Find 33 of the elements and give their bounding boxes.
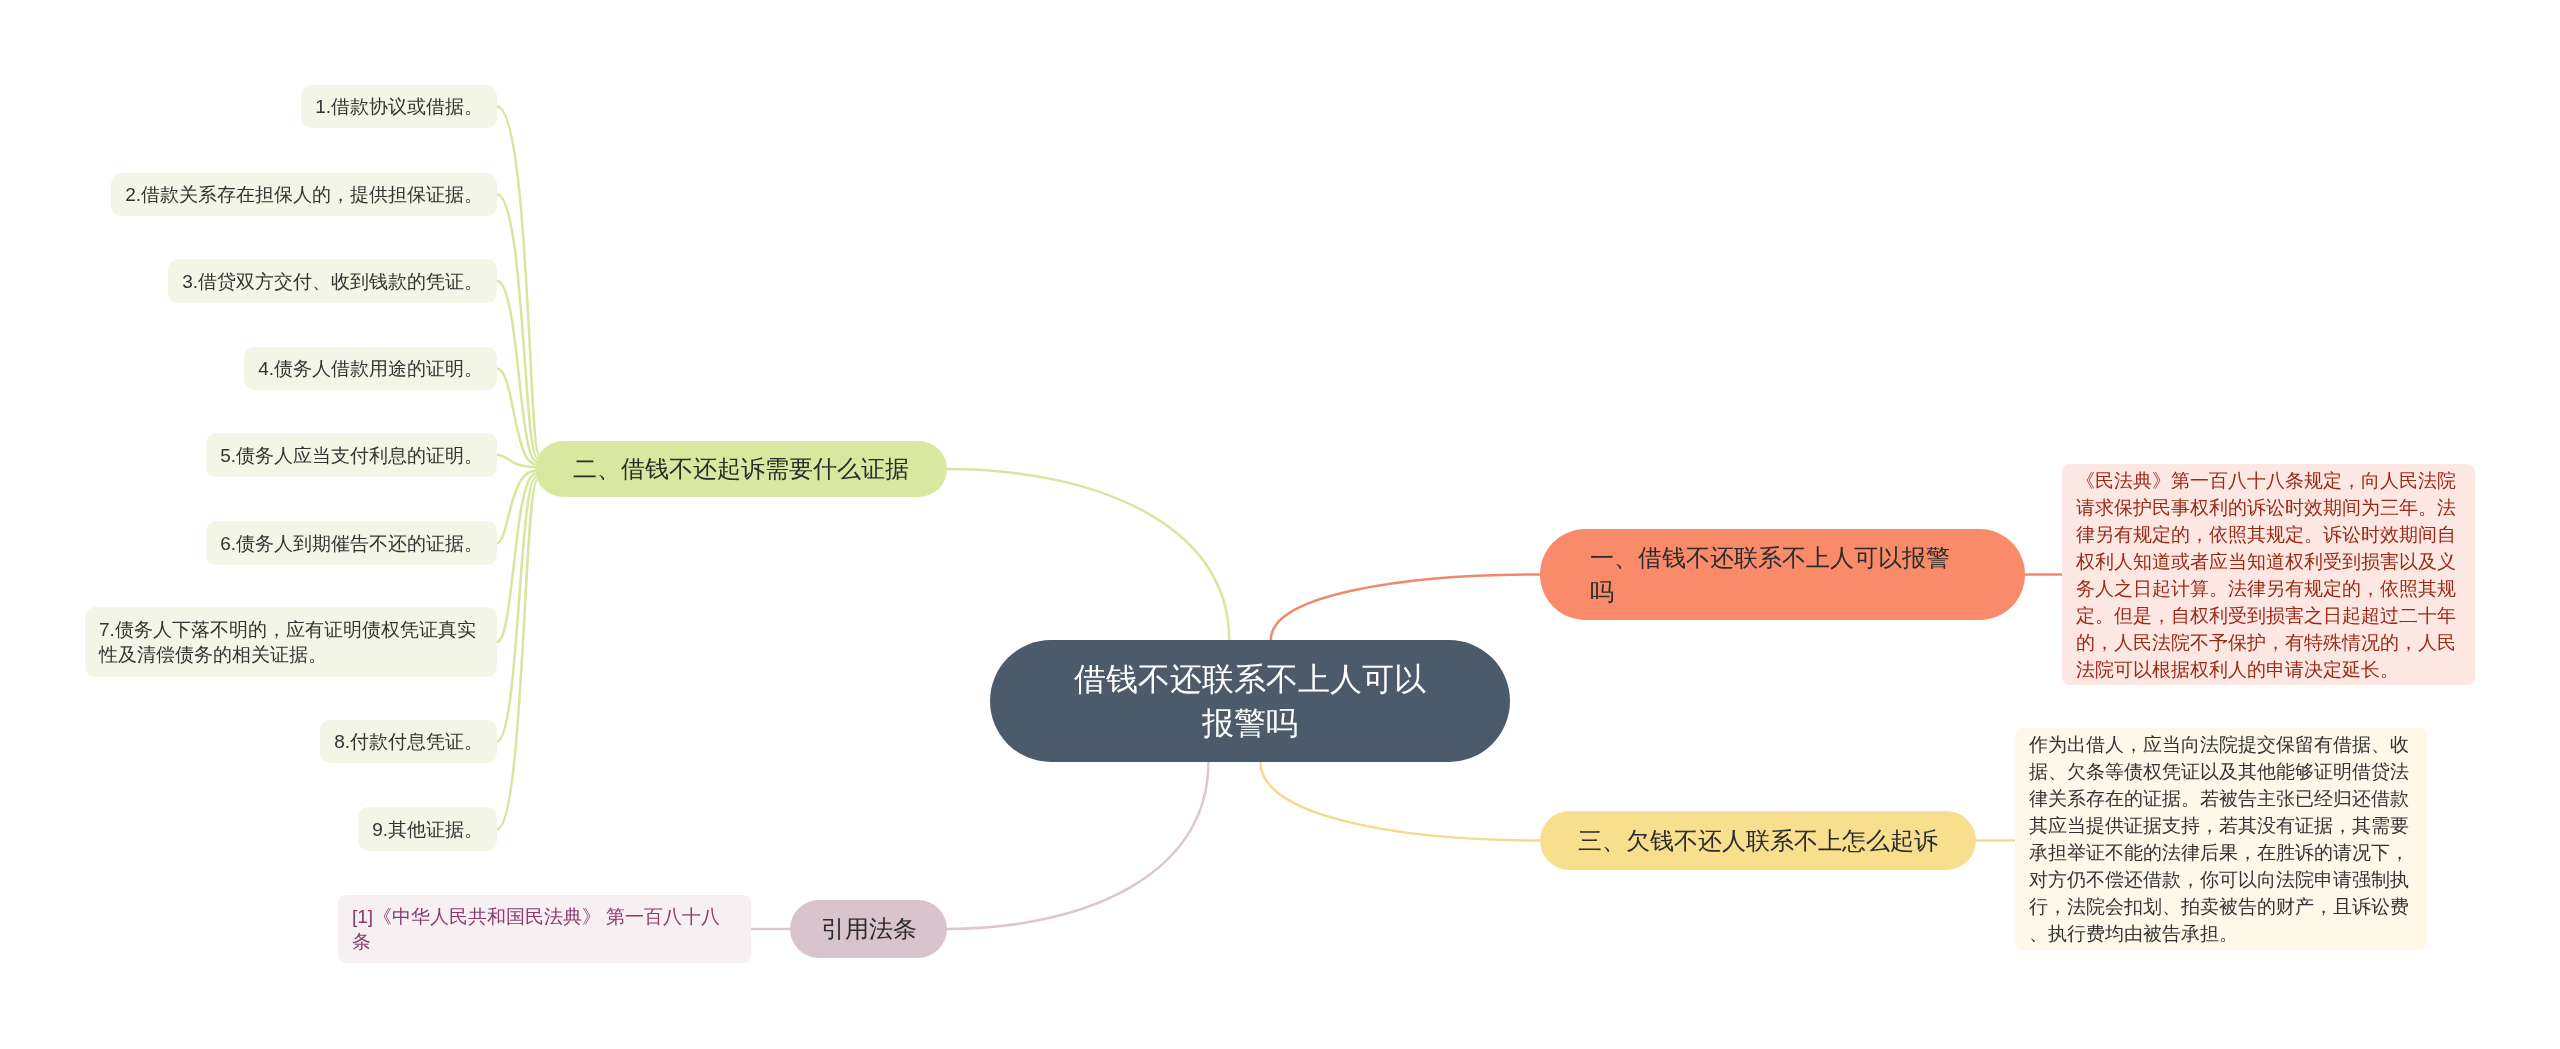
note-box: 《民法典》第一百八十八条规定，向人民法院请求保护民事权利的诉讼时效期间为三年。法律另有规定的，依照其规定。诉讼时效期间自权利人知道或者应当知道权利受到损害以及义务人之日起计算。法律另有规定的，依照其规定。但是，自权利受到损害之日起超过二十年的，人民法院不予保护，有特殊情况的，人民法院可以根据权利人的申请决定延长。 bbox=[2062, 464, 2475, 685]
connector-line bbox=[1259, 761, 1540, 842]
leaf-topic: 1.借款协议或借据。 bbox=[301, 85, 497, 128]
central-topic: 借钱不还联系不上人可以报警吗 bbox=[990, 640, 1510, 762]
leaf-topic: 7.债务人下落不明的，应有证明债权凭证真实性及清偿债务的相关证据。 bbox=[85, 607, 497, 677]
connector-line bbox=[496, 453, 536, 469]
connector-line bbox=[496, 105, 540, 456]
connector-line bbox=[496, 193, 539, 459]
connector-line bbox=[496, 472, 537, 643]
connector-line bbox=[946, 467, 1231, 641]
branch-topic: 三、欠钱不还人联系不上怎么起诉 bbox=[1540, 811, 1976, 870]
connector-line bbox=[751, 927, 790, 931]
branch-topic: 引用法条 bbox=[790, 900, 947, 958]
connector-line bbox=[496, 367, 536, 466]
leaf-topic: 3.借贷双方交付、收到钱款的凭证。 bbox=[168, 259, 497, 303]
connector-line bbox=[946, 761, 1210, 931]
leaf-topic: 6.债务人到期催告不还的证据。 bbox=[206, 521, 497, 565]
reference-note: [1]《中华人民共和国民法典》 第一百八十八条 bbox=[338, 895, 751, 963]
connector-line bbox=[496, 469, 536, 545]
branch-topic: 二、借钱不还起诉需要什么证据 bbox=[535, 441, 947, 497]
connector-line bbox=[1976, 839, 2015, 842]
connector-line bbox=[496, 279, 538, 462]
leaf-topic: 5.债务人应当支付利息的证明。 bbox=[206, 433, 497, 477]
leaf-topic: 9.其他证据。 bbox=[358, 807, 497, 851]
connector-line bbox=[1269, 573, 1540, 641]
connector-line bbox=[496, 479, 539, 830]
connector-line bbox=[2025, 573, 2062, 576]
leaf-topic: 4.债务人借款用途的证明。 bbox=[244, 347, 497, 390]
leaf-topic: 8.付款付息凭证。 bbox=[320, 720, 497, 763]
branch-topic: 一、借钱不还联系不上人可以报警吗 bbox=[1540, 529, 2025, 620]
connector-line bbox=[496, 476, 538, 743]
note-box: 作为出借人，应当向法院提交保留有借据、收据、欠条等债权凭证以及其他能够证明借贷法律关系存在的证据。若被告主张已经归还借款其应当提供证据支持，若其没有证据，其需要承担举证不能的法律后果，在胜诉的请况下，对方仍不偿还借款，你可以向法院申请强制执行，法院会扣划、拍卖被告的财产，且诉讼费、执行费均由被告承担。 bbox=[2015, 728, 2427, 950]
leaf-topic: 2.借款关系存在担保人的，提供担保证据。 bbox=[111, 173, 497, 216]
